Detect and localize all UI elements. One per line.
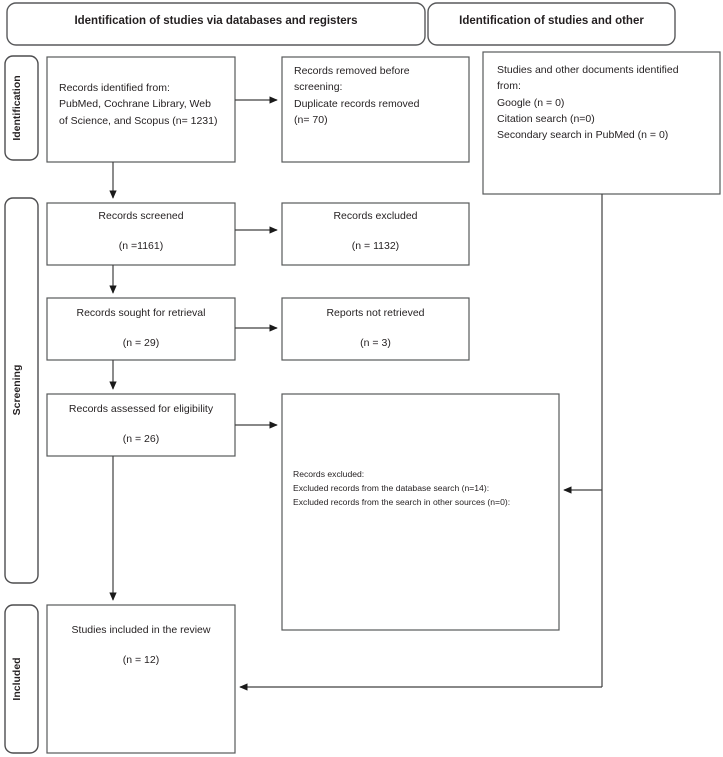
box-count-reports-not-retrieved: (n = 3) <box>360 337 391 349</box>
box-records-screened <box>46 202 236 266</box>
box-count-records-excluded: (n = 1132) <box>351 240 400 252</box>
box-label-records-assessed: Records assessed for eligibility <box>68 403 214 415</box>
box-label-records-excluded-detail: Records excluded: Excluded records from … <box>293 469 511 507</box>
box-label-records-excluded: Records excluded <box>333 210 418 222</box>
box-label-records-identified: Records identified from: PubMed, Cochran… <box>59 82 218 127</box>
phase-label-screening: Screening <box>11 364 23 416</box>
box-label-records-removed: Records removed before screening: Duplic… <box>294 65 420 126</box>
box-records-excluded-detail <box>281 393 560 631</box>
header-label-databases: Identification of studies via databases … <box>74 15 358 27</box>
header-box-databases <box>6 2 426 46</box>
phase-pill-included <box>4 604 39 754</box>
box-count-studies-included: (n = 12) <box>122 654 160 666</box>
header-label-other: Identification of studies and other <box>459 15 644 27</box>
box-other-sources <box>482 51 721 195</box>
box-records-assessed <box>46 393 236 457</box>
box-count-records-sought: (n = 29) <box>122 337 160 349</box>
box-count-records-screened: (n =1161) <box>118 240 164 252</box>
box-label-reports-not-retrieved: Reports not retrieved <box>326 307 425 319</box>
header-box-other <box>427 2 676 46</box>
box-label-other-sources: Studies and other documents identified f… <box>497 64 679 142</box>
box-reports-not-retrieved <box>281 297 470 361</box>
box-label-studies-included: Studies included in the review <box>71 624 211 636</box>
box-studies-included <box>46 604 236 754</box>
phase-label-included: Included <box>11 657 23 701</box>
phase-pill-screening <box>4 197 39 584</box>
phase-label-identification: Identification <box>11 75 23 141</box>
box-records-removed <box>281 56 470 163</box>
box-records-identified <box>46 56 236 163</box>
box-records-sought <box>46 297 236 361</box>
box-records-excluded <box>281 202 470 266</box>
box-label-records-screened: Records screened <box>98 210 184 222</box>
box-count-records-assessed: (n = 26) <box>122 433 160 445</box>
box-label-records-sought: Records sought for retrieval <box>76 307 206 319</box>
phase-pill-identification <box>4 55 39 161</box>
